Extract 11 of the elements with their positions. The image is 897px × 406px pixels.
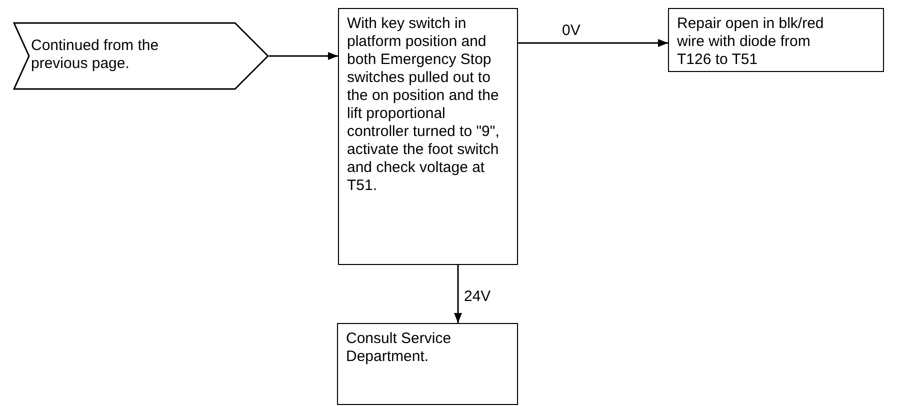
box-text: Continued from the previous page. xyxy=(31,37,160,73)
arrow xyxy=(454,265,462,323)
process-box xyxy=(668,8,884,72)
pentagon-arrow-box xyxy=(13,22,269,90)
arrow xyxy=(269,52,338,60)
process-box xyxy=(338,8,518,265)
arrow xyxy=(518,39,668,47)
box-text: Repair open in blk/red wire with diode from T126 to T51 xyxy=(677,15,825,69)
box-text: Consult Service Department. xyxy=(346,330,452,366)
box-text: With key switch in platform position and both Emergency Stop switches pulled out to the on position and the lift proportional controller turned to "9", activate the foot switch and check voltage at T51. xyxy=(347,15,500,195)
process-box xyxy=(337,323,518,405)
